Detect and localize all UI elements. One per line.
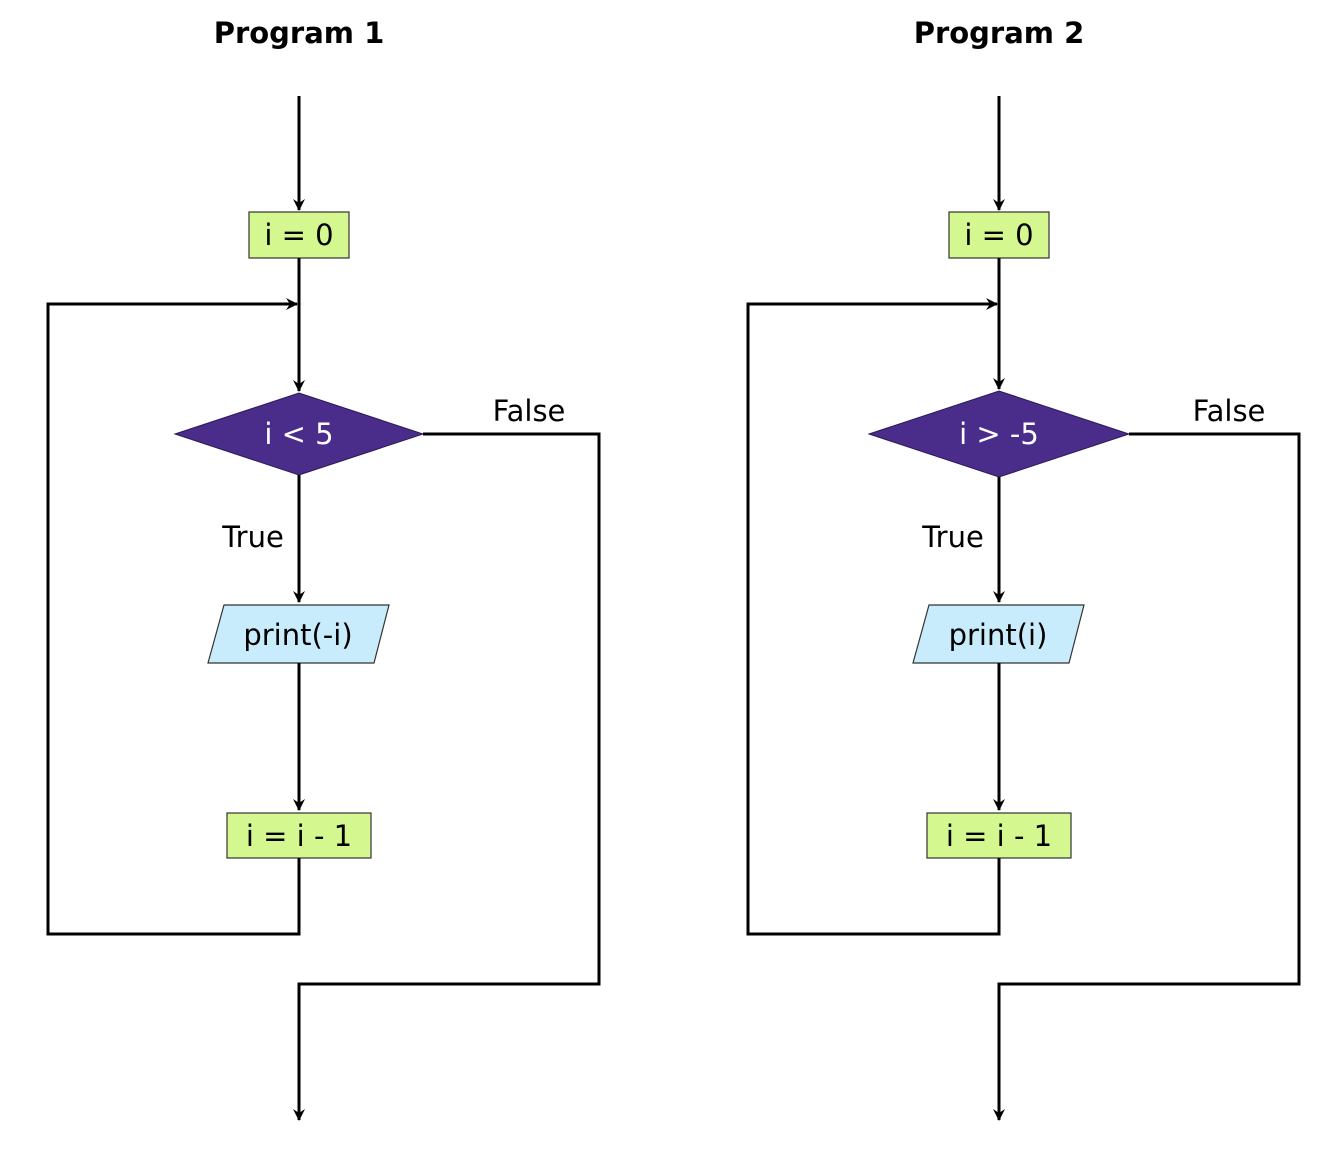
update-process-box: i = i - 1 — [926, 812, 1072, 859]
program-1-title: Program 1 — [214, 16, 385, 50]
program-1-flowchart: Program 1 i = 0 i < 5 True print(-i) i = — [46, 16, 601, 1121]
loop-back-edge — [46, 298, 301, 936]
false-branch-edge — [293, 432, 601, 1121]
update-label: i = i - 1 — [946, 819, 1052, 853]
output-label: print(i) — [949, 618, 1048, 652]
loop-back-edge — [746, 298, 1001, 936]
condition-label: i > -5 — [959, 417, 1039, 451]
false-branch-edge — [993, 432, 1301, 1121]
decision-diamond: i > -5 — [867, 390, 1131, 478]
init-process-box: i = 0 — [948, 211, 1050, 259]
decision-diamond: i < 5 — [173, 392, 425, 476]
program-2-title: Program 2 — [914, 16, 1085, 50]
output-label: print(-i) — [243, 618, 352, 652]
false-label: False — [493, 394, 566, 428]
true-label: True — [221, 520, 284, 554]
true-label: True — [921, 520, 984, 554]
output-io-box: print(-i) — [207, 604, 390, 664]
update-process-box: i = i - 1 — [226, 812, 372, 859]
update-label: i = i - 1 — [246, 819, 352, 853]
program-2-flowchart: Program 2 i = 0 i > -5 True print(i) i =… — [746, 16, 1301, 1121]
condition-label: i < 5 — [264, 417, 333, 451]
output-io-box: print(i) — [912, 604, 1085, 664]
init-process-box: i = 0 — [248, 211, 350, 259]
init-label: i = 0 — [964, 218, 1033, 252]
false-label: False — [1193, 394, 1266, 428]
init-label: i = 0 — [264, 218, 333, 252]
